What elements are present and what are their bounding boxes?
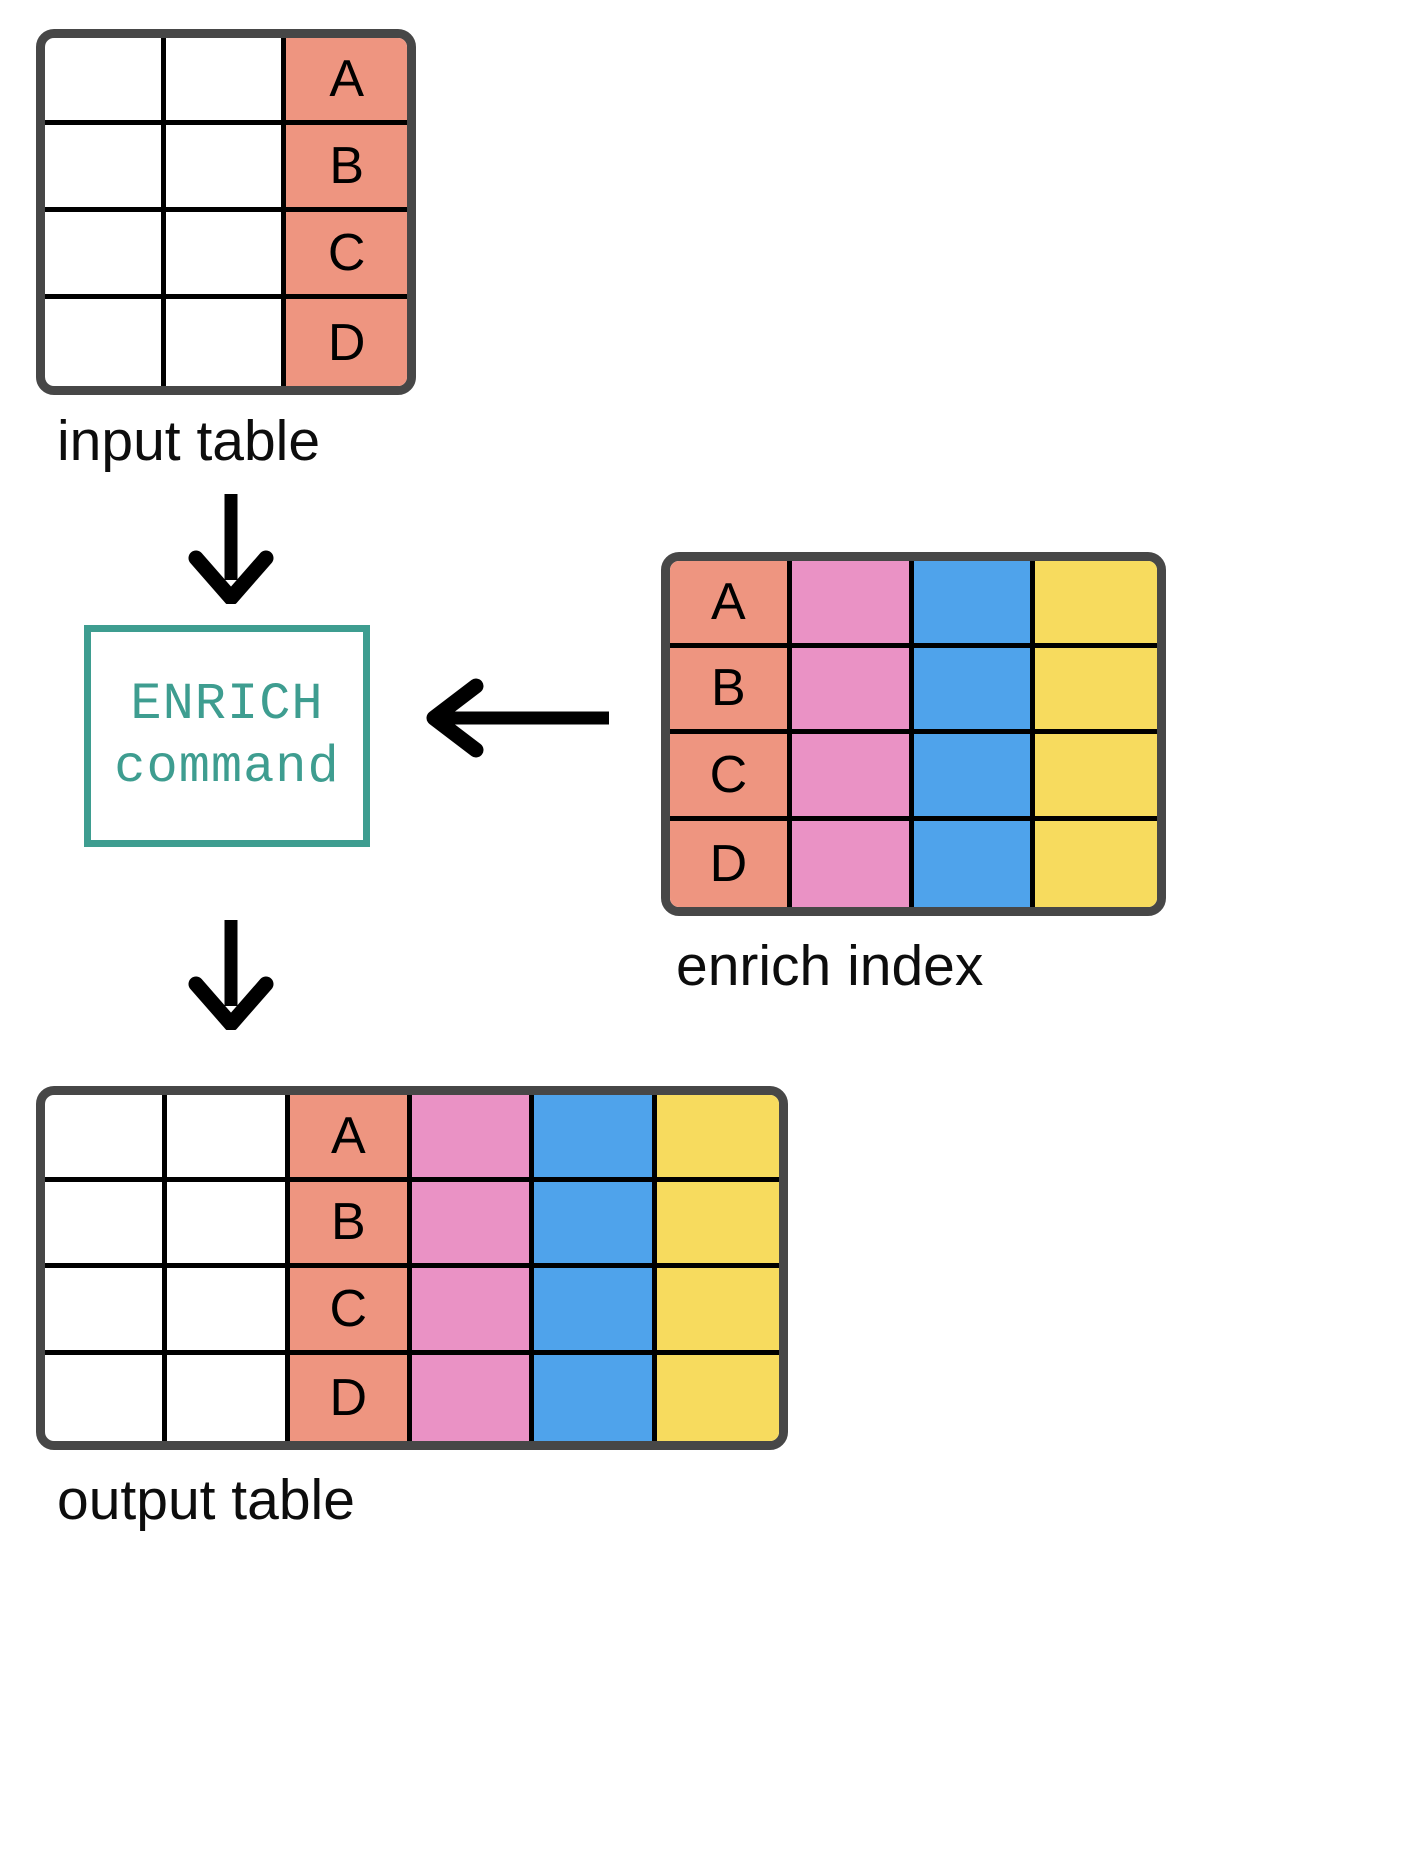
output-cell-r2c2 [167,1181,290,1268]
input-key-cell-r3: C [286,212,407,299]
enrich-field1-cell-r1 [791,561,914,648]
output-field1-cell-r1 [412,1095,535,1182]
command-to-output-arrow [186,920,276,1030]
output-field3-cell-r4 [656,1354,779,1441]
output-field1-cell-r3 [412,1268,535,1355]
enrich-key-cell-r1: A [670,561,792,648]
input-cell-r2c1 [45,125,166,212]
output-key-cell-r3: C [289,1268,412,1355]
output-table: A B C D [36,1086,788,1450]
enrich-field1-cell-r2 [791,647,914,734]
output-field1-cell-r4 [412,1354,535,1441]
output-field2-cell-r3 [534,1268,657,1355]
input-table-grid: A B C D [45,38,407,386]
input-cell-r4c1 [45,299,166,386]
enrich-index-to-command-arrow [424,678,609,758]
output-cell-r4c1 [45,1354,168,1441]
enrich-key-cell-r2: B [670,647,792,734]
output-key-cell-r1: A [289,1095,412,1182]
enrich-index-table: A B C D [661,552,1166,916]
output-field3-cell-r1 [656,1095,779,1182]
output-table-grid: A B C D [45,1095,779,1441]
input-key-cell-r2: B [286,125,407,212]
input-cell-r2c2 [165,125,287,212]
enrich-index-caption: enrich index [676,934,984,998]
input-cell-r3c2 [165,212,287,299]
input-key-cell-r1: A [286,38,407,125]
enrich-field2-cell-r4 [913,820,1036,907]
input-cell-r3c1 [45,212,166,299]
output-field3-cell-r3 [656,1268,779,1355]
input-table: A B C D [36,29,416,395]
enrich-command-keyword: ENRICH [130,674,324,734]
input-to-command-arrow [186,494,276,604]
enrich-field3-cell-r3 [1035,734,1157,821]
enrich-field2-cell-r2 [913,647,1036,734]
enrich-command-box[interactable]: ENRICH command [84,625,370,847]
enrich-field1-cell-r4 [791,820,914,907]
enrich-field1-cell-r3 [791,734,914,821]
enrich-command-subtitle: command [114,738,340,797]
output-field2-cell-r2 [534,1181,657,1268]
output-table-caption: output table [57,1468,355,1532]
enrich-field2-cell-r3 [913,734,1036,821]
output-cell-r1c1 [45,1095,168,1182]
output-cell-r1c2 [167,1095,290,1182]
input-key-cell-r4: D [286,299,407,386]
input-cell-r4c2 [166,299,287,386]
output-cell-r3c1 [45,1268,168,1355]
output-cell-r3c2 [167,1268,290,1355]
output-field1-cell-r2 [412,1181,535,1268]
enrich-field2-cell-r1 [913,561,1036,648]
input-cell-r1c1 [45,38,166,125]
enrich-key-cell-r3: C [670,734,792,821]
output-key-cell-r2: B [289,1181,412,1268]
output-field2-cell-r4 [534,1354,657,1441]
output-field2-cell-r1 [534,1095,657,1182]
enrich-field3-cell-r4 [1035,820,1157,907]
output-field3-cell-r2 [656,1181,779,1268]
input-table-caption: input table [57,409,321,473]
output-key-cell-r4: D [289,1354,412,1441]
enrich-key-cell-r4: D [670,820,792,907]
enrich-field3-cell-r2 [1035,647,1157,734]
enrich-field3-cell-r1 [1035,561,1157,648]
input-cell-r1c2 [165,38,287,125]
enrich-index-grid: A B C D [670,561,1157,907]
output-cell-r4c2 [167,1354,290,1441]
output-cell-r2c1 [45,1181,168,1268]
